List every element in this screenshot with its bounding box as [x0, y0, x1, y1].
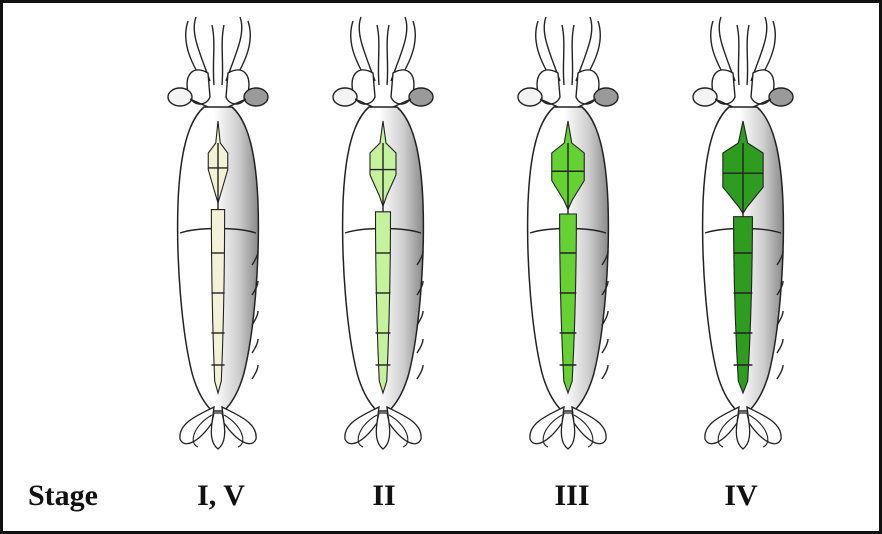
shrimp-stage-2	[333, 17, 433, 449]
stage-label-iv: IV	[724, 481, 757, 511]
shrimp-stage-1	[168, 17, 268, 449]
stage-row-label: Stage	[28, 481, 98, 511]
shrimp-illustrations	[3, 3, 879, 531]
stage-label-ii: II	[372, 481, 395, 511]
shrimp-stage-3	[518, 17, 618, 449]
shrimp-stage-4	[693, 17, 793, 449]
stage-label-iii: III	[554, 481, 589, 511]
stage-label-i-v: I, V	[197, 481, 245, 511]
